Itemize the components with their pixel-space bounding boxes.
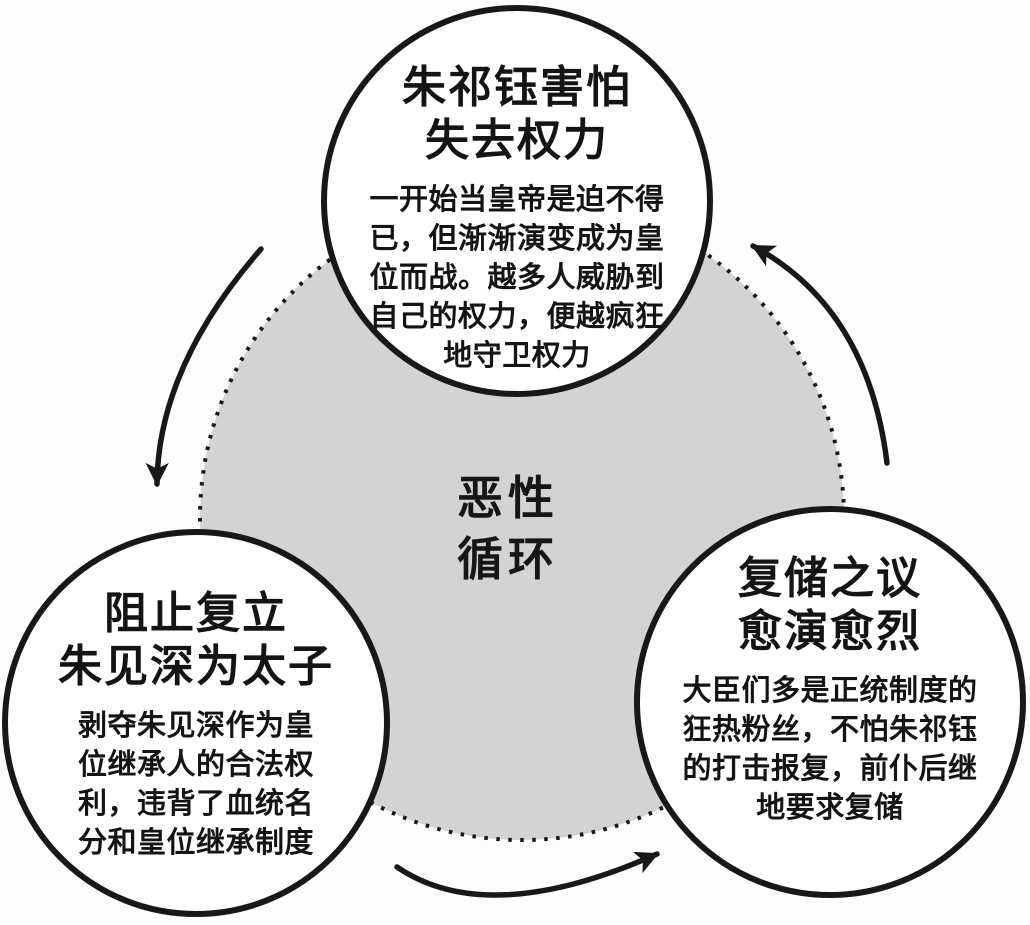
node-block-crown-prince-restoration: 阻止复立 朱见深为太子 剥夺朱见深作为皇 位继承人的合法权 利，违背了血统名 分… [2,529,390,917]
arrow-left-to-right-icon [394,851,660,898]
arrow-top-to-left-icon [145,246,264,487]
node-title: 复储之议 愈演愈烈 [738,554,922,656]
node-body: 剥夺朱见深作为皇 位继承人的合法权 利，违背了血统名 分和皇位继承制度 [77,710,314,859]
node-restoration-debate-intensifies: 复储之议 愈演愈烈 大臣们多是正统制度的 狂热粉丝，不怕朱祁钰 的打击报复，前仆… [634,506,1026,898]
node-body: 一开始当皇帝是迫不得 已，但渐渐演变成为皇 位而战。越多人威胁到 自己的权力，便… [369,184,665,372]
node-body: 大臣们多是正统制度的 狂热粉丝，不怕朱祁钰 的打击报复，前仆后继 地要求复储 [682,675,978,824]
cycle-center-label: 恶性 循环 [457,473,559,585]
node-title: 阻止复立 朱见深为太子 [58,589,334,691]
node-title: 朱祁钰害怕 失去权力 [402,63,632,165]
node-zhu-qiyu-fears-losing-power: 朱祁钰害怕 失去权力 一开始当皇帝是迫不得 已，但渐渐演变成为皇 位而战。越多人… [321,5,713,397]
arrow-right-to-top-icon [750,243,890,466]
